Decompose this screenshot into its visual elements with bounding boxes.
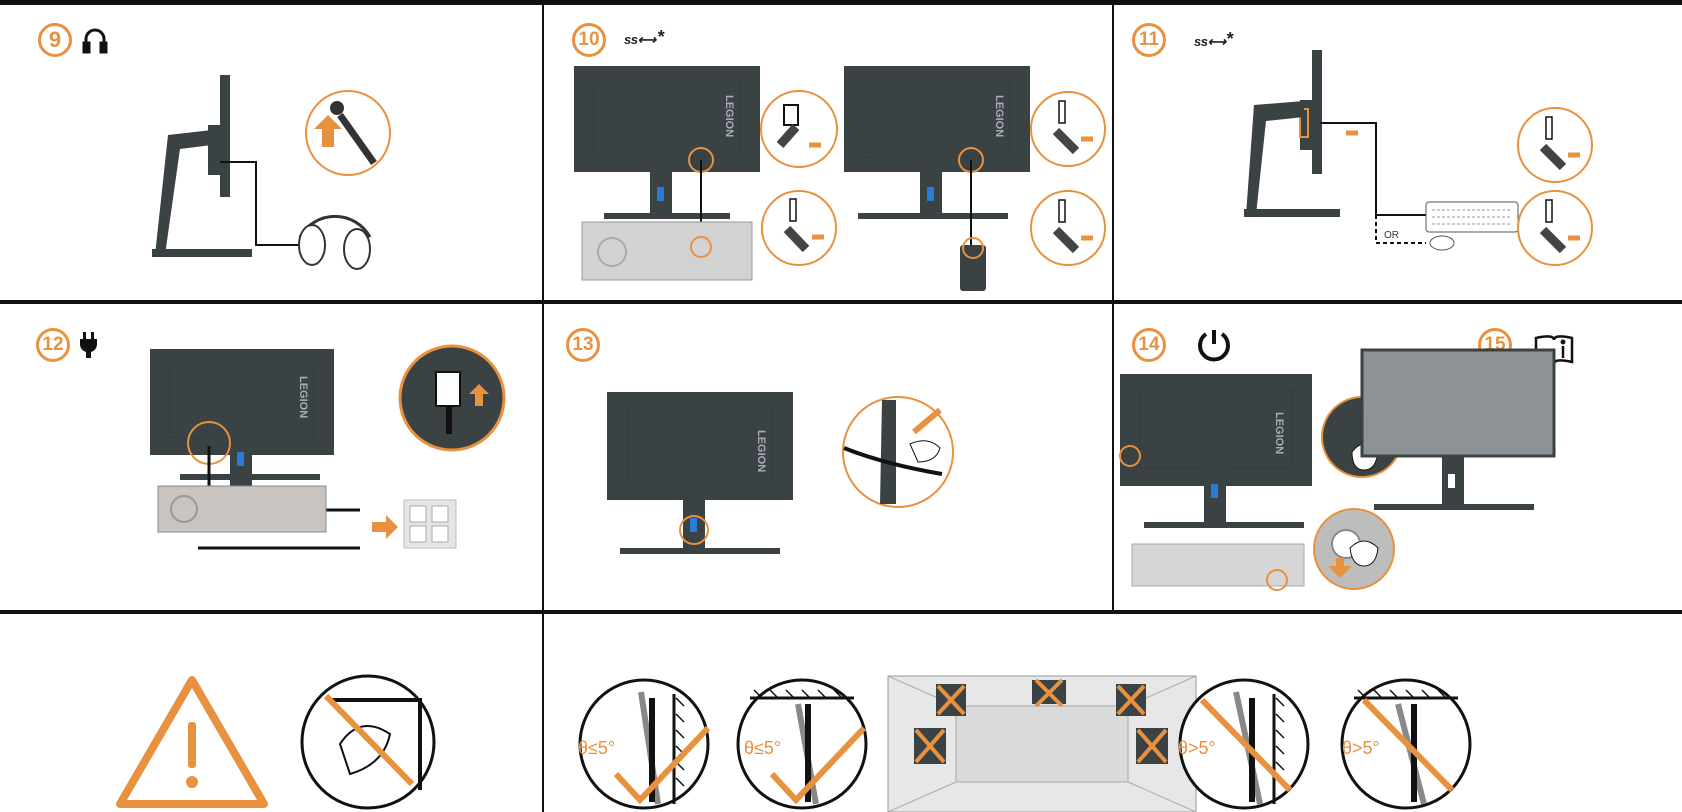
usb-a-zoom-1	[761, 190, 837, 266]
step-9-badge: 9	[38, 23, 72, 57]
step-13-badge: 13	[566, 328, 600, 362]
usb-superspeed-icon: ss⟷	[1194, 34, 1226, 49]
monitor-back: LEGION	[1119, 374, 1312, 528]
row-divider-1	[0, 300, 1682, 304]
monitor-side-view	[1244, 50, 1340, 217]
step-11-panel: 11 ss⟷ * OR	[1114, 5, 1682, 300]
no-touch-screen-icon	[300, 674, 436, 810]
step-12-panel: 12 LEGION	[0, 304, 542, 610]
brand-label: LEGION	[1273, 412, 1285, 454]
headphones-device	[298, 214, 372, 270]
room-mounting-diagram	[887, 675, 1197, 812]
step-9-panel: 9	[0, 5, 542, 300]
usb-a-zoom-4	[1517, 107, 1593, 183]
monitor-side-view	[152, 75, 252, 257]
plug-icon	[80, 332, 97, 358]
monitor-back-b: LEGION	[844, 66, 1030, 245]
pc-tower-a	[581, 221, 753, 281]
tilt-label: θ≤5°	[578, 738, 615, 758]
step-13-panel: 13 LEGION	[544, 304, 1112, 610]
step-12-illustration: LEGION	[80, 332, 506, 550]
usb-a-zoom-5	[1517, 190, 1593, 266]
col-divider-1	[542, 0, 544, 812]
tilt-label: θ≤5°	[744, 738, 781, 758]
tilt-panel: θ≤5° θ≤5°	[544, 614, 1682, 812]
brand-label: LEGION	[755, 430, 767, 472]
top-border	[0, 0, 1682, 5]
step-14-badge: 14	[1132, 328, 1166, 362]
step-10-panel: 10 ss⟷ * LEGION	[544, 5, 1112, 300]
usb-b-zoom	[760, 90, 838, 168]
monitor-back-a: LEGION	[574, 66, 760, 243]
headphone-jack-zoom	[305, 90, 391, 176]
tilt-ok-ceiling-1: θ≤5°	[736, 678, 868, 810]
usb-a-zoom-3	[1030, 190, 1106, 266]
mouse-device	[1429, 235, 1455, 251]
tilt-ok-wall-1: θ≤5°	[578, 678, 711, 810]
brand-label: LEGION	[723, 95, 735, 137]
headphone-icon	[82, 28, 108, 54]
step-14-panel: 14 15 LEGION	[1114, 304, 1682, 610]
step-11-illustration: OR	[1244, 50, 1593, 266]
step-13-illustration: LEGION	[607, 392, 954, 554]
or-label: OR	[1384, 230, 1399, 241]
row-divider-2	[0, 610, 1682, 614]
step-10-illustration: LEGION LEGION	[574, 66, 1106, 291]
tilt-illustration: θ≤5° θ≤5°	[578, 675, 1472, 812]
warning-panel	[0, 614, 542, 812]
monitor-front-view	[1360, 348, 1556, 510]
col-divider-2	[1112, 0, 1114, 612]
usb-a-zoom-2	[1030, 91, 1106, 167]
pc-tower	[157, 485, 327, 533]
step-12-badge: 12	[36, 328, 70, 362]
brand-label: LEGION	[993, 95, 1005, 137]
tilt-bad-ceiling: θ>5°	[1340, 678, 1472, 810]
step-11-badge: 11	[1132, 23, 1166, 57]
monitor-back: LEGION	[607, 392, 793, 554]
brand-label: LEGION	[297, 376, 309, 418]
footnote-asterisk: *	[1226, 29, 1233, 49]
power-icon	[1198, 330, 1230, 362]
tilt-label: θ>5°	[1178, 738, 1216, 758]
pc-tower	[1131, 543, 1305, 587]
tilt-label: θ>5°	[1342, 738, 1380, 758]
usb-superspeed-icon: ss⟷	[624, 32, 656, 47]
footnote-asterisk: *	[657, 27, 664, 47]
step-10-badge: 10	[572, 23, 606, 57]
step-14-15-illustration: LEGION	[1119, 330, 1574, 591]
warning-illustration	[116, 674, 436, 810]
step-9-illustration	[82, 28, 391, 270]
warning-icon	[116, 676, 268, 808]
tilt-bad-wall: θ>5°	[1178, 678, 1310, 810]
